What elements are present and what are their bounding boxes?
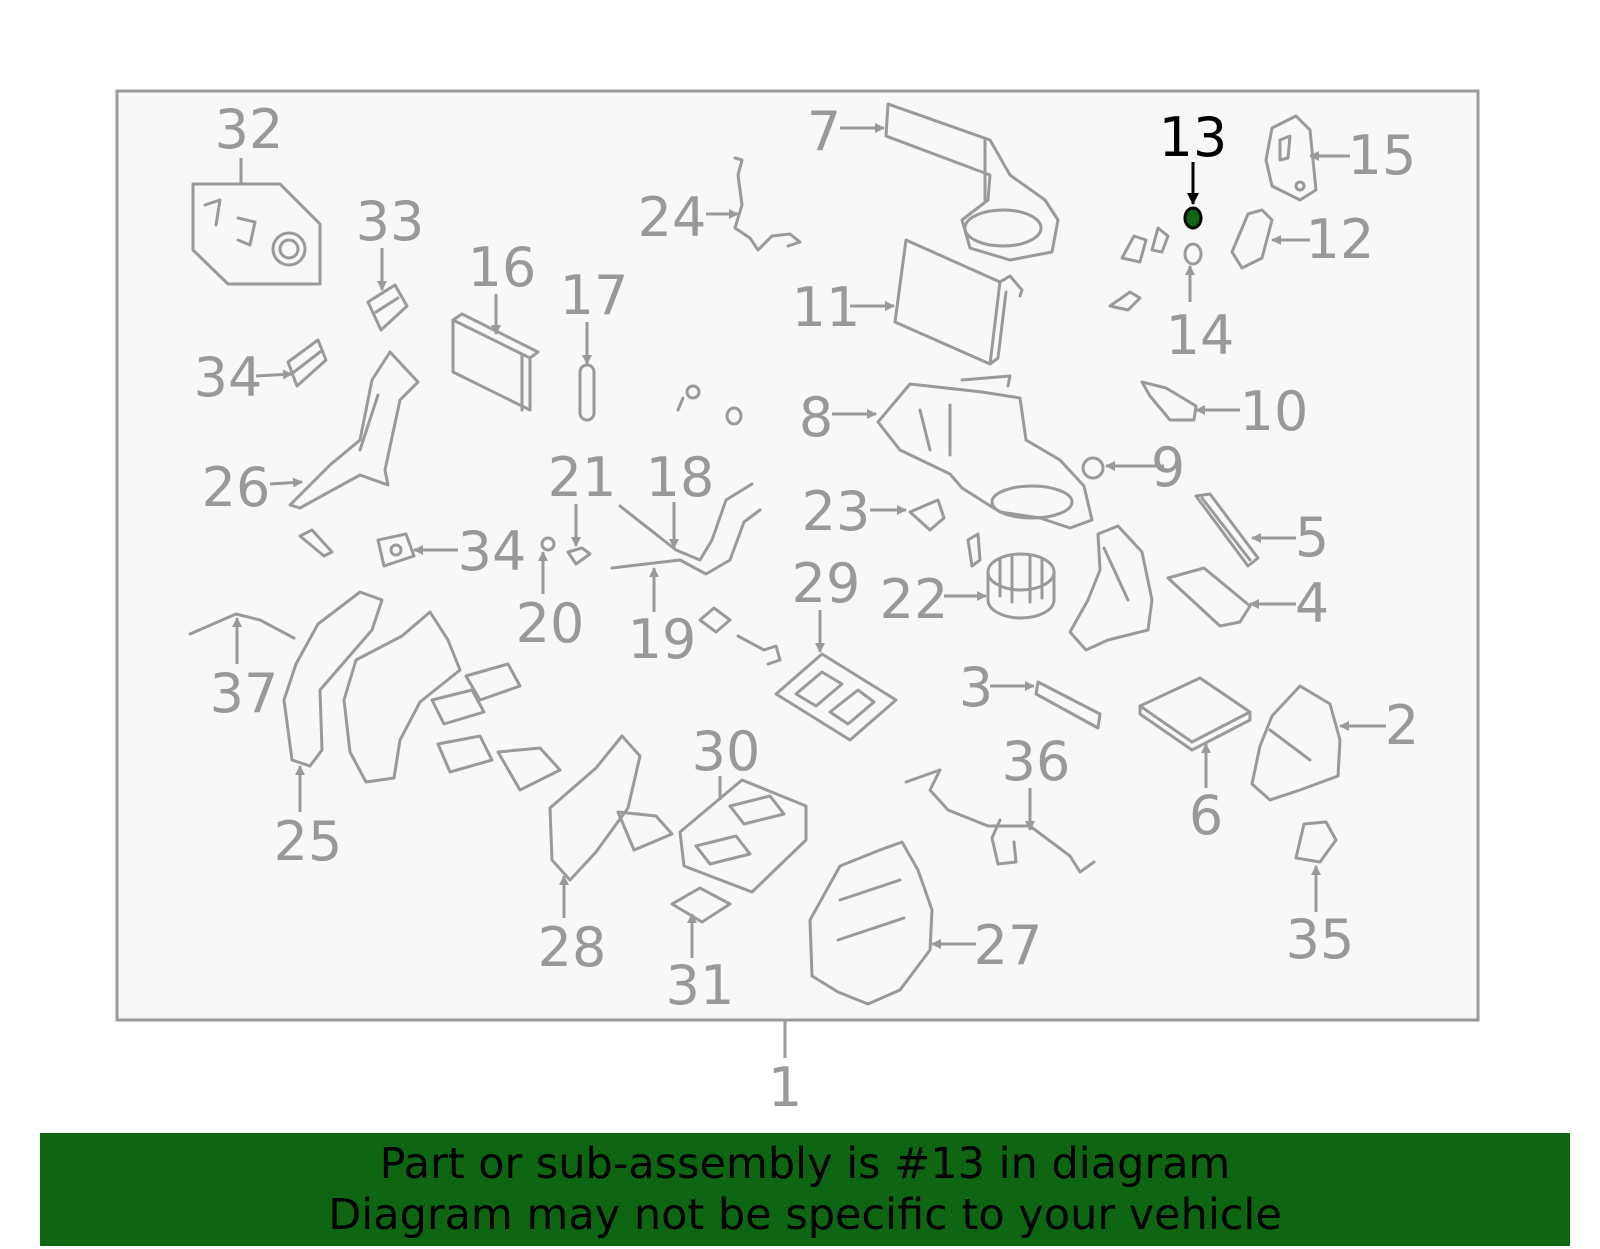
part-12 xyxy=(1230,208,1274,270)
part-18-19 xyxy=(610,482,762,576)
part-29 xyxy=(774,652,898,742)
info-banner: Part or sub-assembly is #13 in diagram D… xyxy=(40,1133,1570,1246)
part-30 xyxy=(678,778,808,894)
callout-28: 28 xyxy=(538,916,607,979)
part-34-upper xyxy=(286,338,328,388)
callout-34-lower: 34 xyxy=(458,520,527,583)
part-4 xyxy=(1166,566,1252,628)
part-14 xyxy=(1183,242,1203,266)
callout-16: 16 xyxy=(468,236,537,299)
part-22 xyxy=(966,532,1056,620)
part-15 xyxy=(1264,114,1318,202)
part-8 xyxy=(876,374,1094,530)
callout-24: 24 xyxy=(638,186,707,249)
part-23 xyxy=(908,498,946,532)
callout-labels: 32 33 34 26 16 17 24 7 11 8 23 13 14 15 … xyxy=(194,98,1420,1119)
part-26 xyxy=(288,350,420,510)
callout-9: 9 xyxy=(1151,436,1185,499)
callout-3: 3 xyxy=(959,656,993,719)
callout-27: 27 xyxy=(974,914,1043,977)
callout-35: 35 xyxy=(1286,908,1355,971)
callout-32: 32 xyxy=(215,98,284,161)
callout-18: 18 xyxy=(646,446,715,509)
callout-21: 21 xyxy=(548,446,617,509)
callout-17: 17 xyxy=(560,264,629,327)
callout-5: 5 xyxy=(1295,506,1329,569)
part-24 xyxy=(733,156,802,252)
part-36 xyxy=(904,768,1096,874)
callout-20: 20 xyxy=(516,592,585,655)
callout-31: 31 xyxy=(666,954,735,1017)
part-13-oring xyxy=(1183,206,1203,230)
callout-33: 33 xyxy=(356,190,425,253)
callout-12: 12 xyxy=(1306,208,1375,271)
part-34-lower xyxy=(376,532,416,568)
callout-11: 11 xyxy=(792,276,861,339)
callout-26: 26 xyxy=(202,456,271,519)
banner-line-disclaimer: Diagram may not be specific to your vehi… xyxy=(328,1189,1282,1240)
callout-13: 13 xyxy=(1159,106,1228,169)
callout-19: 19 xyxy=(628,608,697,671)
part-10 xyxy=(1140,380,1198,422)
callout-2: 2 xyxy=(1385,694,1419,757)
part-27 xyxy=(808,840,934,1006)
assembly-frame xyxy=(115,89,1480,1022)
callout-8: 8 xyxy=(799,386,833,449)
callout-23: 23 xyxy=(802,480,871,543)
part-9 xyxy=(1081,456,1105,480)
callout-30: 30 xyxy=(692,720,761,783)
part-20-21 xyxy=(540,536,592,566)
banner-line-part: Part or sub-assembly is #13 in diagram xyxy=(379,1138,1231,1189)
callout-1: 1 xyxy=(768,1056,802,1119)
callout-4: 4 xyxy=(1295,572,1329,635)
callout-6: 6 xyxy=(1189,784,1223,847)
part-7 xyxy=(884,102,1060,262)
callout-37: 37 xyxy=(210,662,279,725)
part-bolts xyxy=(298,528,782,666)
leaders xyxy=(232,123,1386,958)
part-32 xyxy=(191,182,322,286)
callout-25: 25 xyxy=(274,810,343,873)
part-5 xyxy=(1194,492,1260,568)
callout-36: 36 xyxy=(1002,730,1071,793)
callout-7: 7 xyxy=(807,100,841,163)
part-37 xyxy=(188,612,296,640)
part-6 xyxy=(1138,676,1252,752)
callout-34-upper: 34 xyxy=(194,346,263,409)
part-valve-bits xyxy=(1108,226,1170,312)
part-left-case xyxy=(342,610,562,792)
callout-10: 10 xyxy=(1240,380,1309,443)
part-28 xyxy=(548,734,674,882)
part-35 xyxy=(1294,820,1338,864)
callout-29: 29 xyxy=(792,552,861,615)
part-2 xyxy=(1250,684,1342,802)
part-blower-housing xyxy=(1068,524,1154,652)
callout-15: 15 xyxy=(1348,124,1417,187)
part-3 xyxy=(1034,680,1102,730)
part-11 xyxy=(893,238,1024,366)
part-25 xyxy=(282,590,384,768)
part-17 xyxy=(578,363,596,422)
part-small-clips xyxy=(676,384,743,426)
callout-22: 22 xyxy=(880,568,949,631)
callout-14: 14 xyxy=(1166,304,1235,367)
